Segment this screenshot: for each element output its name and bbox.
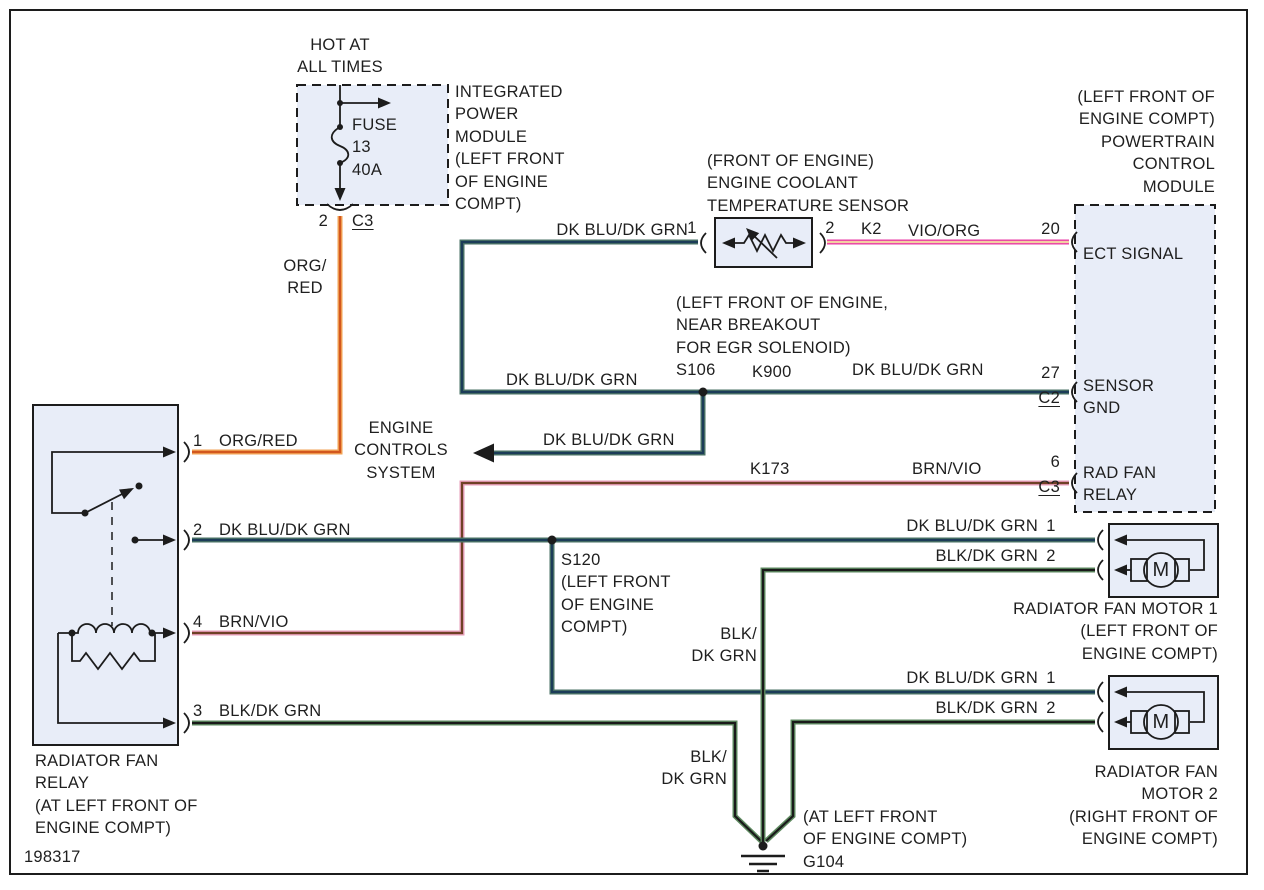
fuse-connector-cup <box>326 203 354 211</box>
sensor-wire-in-label: DK BLU/DK GRN <box>556 221 688 239</box>
fuse-pin-number: 2 <box>318 212 328 230</box>
s106-wire-left-label: DK BLU/DK GRN <box>506 371 638 389</box>
motor1-pin1-wire-label: DK BLU/DK GRN <box>906 517 1038 535</box>
radiator-fan-relay-title: RADIATOR FAN RELAY (AT LEFT FRONT OF ENG… <box>35 752 198 838</box>
fan-motor-1-symbol <box>1097 529 1205 588</box>
splice-s106-dot <box>698 387 708 397</box>
fan-motor-2-title: RADIATOR FAN MOTOR 2 (RIGHT FRONT OF ENG… <box>1069 763 1218 849</box>
integrated-power-module-label: INTEGRATED POWER MODULE (LEFT FRONT OF E… <box>455 83 565 214</box>
splice-s120-dot <box>547 535 557 545</box>
fan-motor-1-box <box>1108 523 1219 598</box>
radiator-fan-relay-box <box>32 404 179 746</box>
motor1-m-symbol: M <box>1152 559 1170 581</box>
thermistor-symbol <box>700 228 826 259</box>
ground-symbol <box>741 841 785 873</box>
hot-at-all-times-label: HOT AT ALL TIMES <box>297 36 383 77</box>
pcm-connector-c3: C3 <box>1038 478 1060 496</box>
blk-dk-grn-label-left: BLK/ DK GRN <box>661 748 727 789</box>
relay-pin-1: 1 <box>193 432 203 450</box>
ecs-wire-label: DK BLU/DK GRN <box>543 431 675 449</box>
org-red-wire-label: ORG/ RED <box>283 257 327 298</box>
pcm-pin-27: 27 <box>1041 364 1060 382</box>
relay-pin-3-wire-label: BLK/DK GRN <box>219 702 322 720</box>
s106-wire-right-label: DK BLU/DK GRN <box>852 361 984 379</box>
brn-vio-wire-label: BRN/VIO <box>912 460 982 478</box>
motor2-pin2-wire-label: BLK/DK GRN <box>935 699 1038 717</box>
vio-org-wire-label: VIO/ORG <box>908 222 981 240</box>
blk-dk-grn-label-mid: BLK/ DK GRN <box>691 625 757 666</box>
pcm-sensor-gnd-label: SENSOR GND <box>1083 377 1155 418</box>
fuse-symbol <box>326 85 391 211</box>
coolant-temp-sensor-title: (FRONT OF ENGINE) ENGINE COOLANT TEMPERA… <box>707 152 910 215</box>
fan-motor-1-title: RADIATOR FAN MOTOR 1 (LEFT FRONT OF ENGI… <box>1013 600 1218 663</box>
document-number: 198317 <box>24 848 81 866</box>
relay-pin-4: 4 <box>193 613 203 631</box>
circuit-k900-label: K900 <box>752 363 792 381</box>
pcm-pin-6: 6 <box>1050 453 1060 471</box>
relay-symbol <box>51 441 190 734</box>
relay-pin-3: 3 <box>193 702 203 720</box>
relay-pin-2: 2 <box>193 521 203 539</box>
pcm-rad-fan-relay-label: RAD FAN RELAY <box>1083 464 1157 505</box>
motor2-pin-1: 1 <box>1046 669 1056 687</box>
pcm-title: (LEFT FRONT OF ENGINE COMPT) POWERTRAIN … <box>1077 88 1215 196</box>
motor2-pin1-wire-label: DK BLU/DK GRN <box>906 669 1038 687</box>
ecs-arrow <box>473 443 494 463</box>
splice-s120-note: S120 (LEFT FRONT OF ENGINE COMPT) <box>561 551 671 637</box>
relay-pin-4-wire-label: BRN/VIO <box>219 613 289 631</box>
pcm-ect-signal-label: ECT SIGNAL <box>1083 245 1184 263</box>
fan-motor-2-symbol <box>1097 681 1205 740</box>
pcm-pin-20: 20 <box>1041 220 1060 238</box>
fuse-connector-c3: C3 <box>352 212 374 230</box>
fan-motor-2-box <box>1108 675 1219 750</box>
splice-s106-note: (LEFT FRONT OF ENGINE, NEAR BREAKOUT FOR… <box>676 294 889 380</box>
wires <box>192 216 1095 844</box>
motor1-pin2-wire-label: BLK/DK GRN <box>935 547 1038 565</box>
circuit-k2-label: K2 <box>861 220 882 238</box>
motor2-pin-2: 2 <box>1046 699 1056 717</box>
pcm-connector-c2: C2 <box>1038 389 1060 407</box>
integrated-power-module-box <box>296 84 449 206</box>
fuse-13-40a-label: FUSE 13 40A <box>352 116 398 179</box>
ground-g104-label: (AT LEFT FRONT OF ENGINE COMPT) G104 <box>803 808 968 871</box>
motor2-m-symbol: M <box>1152 711 1170 733</box>
powertrain-control-module-box <box>1074 204 1216 513</box>
pcm-pin-connectors <box>1071 231 1078 494</box>
motor1-pin-1: 1 <box>1046 517 1056 535</box>
engine-controls-system-label: ENGINE CONTROLS SYSTEM <box>354 419 448 482</box>
motor1-pin-2: 2 <box>1046 547 1056 565</box>
sensor-pin-2: 2 <box>825 219 835 237</box>
relay-pin-1-wire-label: ORG/RED <box>219 432 298 450</box>
circuit-k173-label: K173 <box>750 460 790 478</box>
diagram-border <box>9 9 1248 875</box>
sensor-pin-1: 1 <box>687 219 697 237</box>
relay-pin-2-wire-label: DK BLU/DK GRN <box>219 521 351 539</box>
